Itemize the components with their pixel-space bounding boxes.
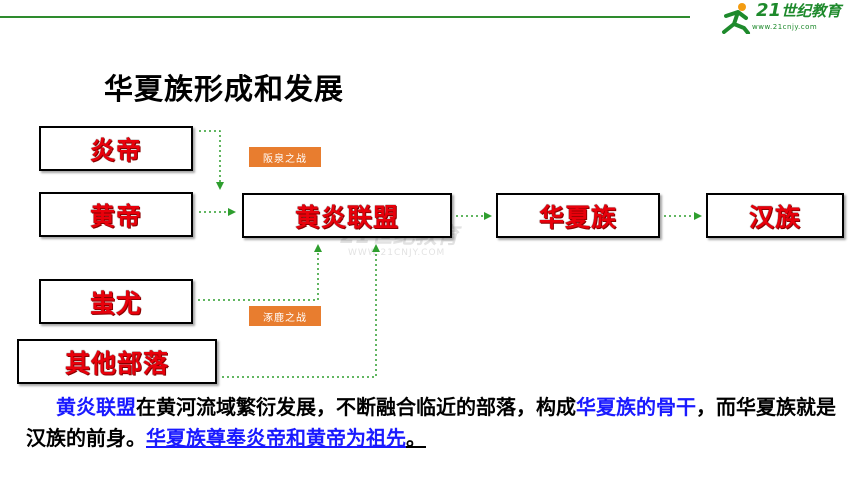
text-segment: 。 xyxy=(406,426,426,450)
box-huangdi: 黄帝 xyxy=(39,192,193,237)
runner-icon xyxy=(722,3,750,35)
tag-zhuolu-battle: 涿鹿之战 xyxy=(249,306,321,326)
connector-others xyxy=(222,244,380,378)
text-segment: 在黄河流域繁衍发展，不断融合临近的部落，构成 xyxy=(136,395,576,419)
box-other-tribes: 其他部落 xyxy=(17,339,217,384)
logo-url: www.21cnjy.com xyxy=(752,23,818,31)
box-chiyou: 蚩尤 xyxy=(39,279,193,324)
connector-yandi xyxy=(199,130,224,190)
highlight-alliance: 黄炎联盟 xyxy=(56,395,136,419)
logo-wordmark: 21世纪教育 xyxy=(756,0,842,21)
site-logo: 21世纪教育 www.21cnjy.com xyxy=(718,0,858,35)
tag-banquan-battle: 阪泉之战 xyxy=(249,147,321,167)
header-divider xyxy=(0,16,690,18)
text-segment: ，而华夏族就是汉族的前身。 xyxy=(26,395,836,450)
watermark-url: WWW.21CNJY.COM xyxy=(348,248,446,258)
box-huaxia: 华夏族 xyxy=(496,193,660,238)
box-han: 汉族 xyxy=(706,193,844,238)
highlight-backbone: 华夏族的骨干 xyxy=(576,395,696,419)
connector-chiyou xyxy=(198,244,322,301)
highlight-ancestors: 华夏族尊奉炎帝和黄帝为祖先 xyxy=(146,426,406,450)
summary-paragraph: 黄炎联盟在黄河流域繁衍发展，不断融合临近的部落，构成华夏族的骨干，而华夏族就是汉… xyxy=(26,392,846,454)
page-title: 华夏族形成和发展 xyxy=(104,72,345,106)
box-yanhuang-alliance: 黄炎联盟 xyxy=(242,193,452,238)
box-yandi: 炎帝 xyxy=(39,126,193,171)
